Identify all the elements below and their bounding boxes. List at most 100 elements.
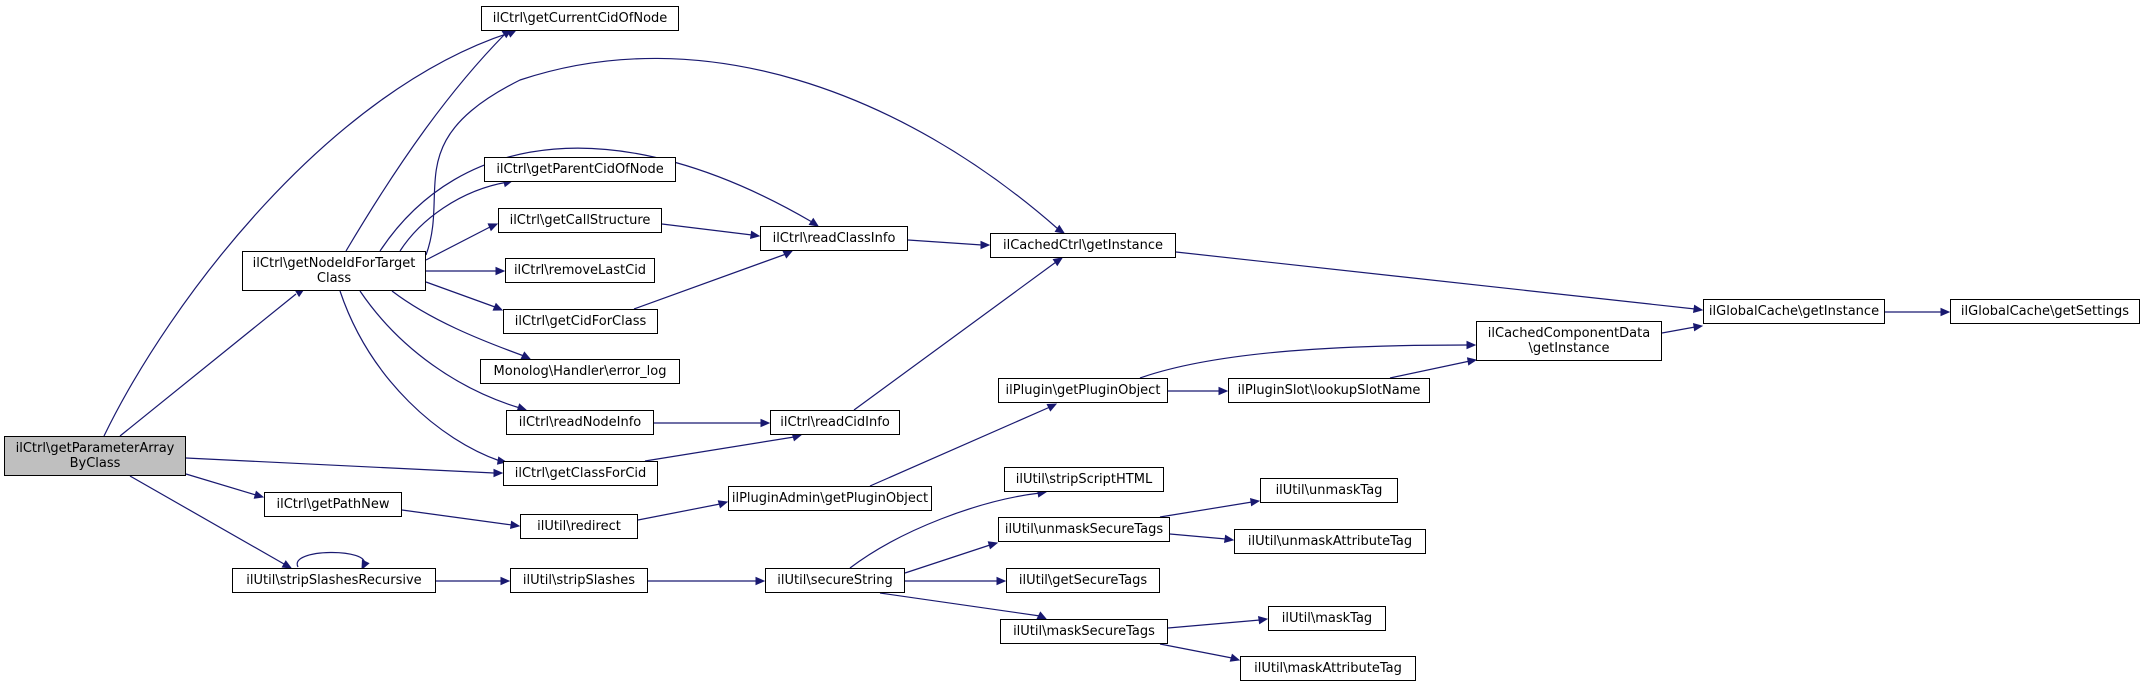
edge-getCallStructure-to-readClassInfo (661, 223, 761, 240)
edge-arrowhead (1052, 257, 1064, 267)
edge-globalCacheGetInstance-to-globalCacheGetSettings (1885, 307, 1951, 317)
edge-arrowhead (996, 576, 1007, 586)
edge-maskSecureTags-to-maskAttributeTag (1159, 643, 1241, 662)
node-error-log[interactable]: Monolog\Handler\error_log (480, 359, 680, 384)
edge-line (644, 436, 795, 462)
edge-unmaskSecureTags-to-unmaskTag (1159, 497, 1261, 518)
edge-arrowhead (1692, 322, 1704, 332)
node-read-cid-info[interactable]: ilCtrl\readCidInfo (770, 410, 900, 435)
node-strip-script-html[interactable]: ilUtil\stripScriptHTML (1004, 467, 1164, 492)
node-cached-ctrl-get-instance[interactable]: ilCachedCtrl\getInstance (990, 233, 1176, 258)
node-get-current-cid-of-node[interactable]: ilCtrl\getCurrentCidOfNode (481, 6, 679, 31)
edge-getCidForClass-to-readClassInfo (633, 250, 794, 310)
edge-line (345, 33, 506, 252)
node-global-cache-get-instance[interactable]: ilGlobalCache\getInstance (1703, 299, 1885, 324)
edge-stripSlashesRecursive-to-stripSlashes (436, 576, 511, 586)
node-get-call-structure[interactable]: ilCtrl\getCallStructure (498, 208, 662, 233)
edge-getClassForCid-to-readCidInfo (644, 433, 803, 462)
edge-secureString-to-getSecureTags (905, 576, 1007, 586)
edge-lookupSlotName-to-cachedComponentDataGetInstance (1389, 357, 1478, 379)
node-get-parent-cid-of-node[interactable]: ilCtrl\getParentCidOfNode (484, 157, 676, 182)
node-get-cid-for-class[interactable]: ilCtrl\getCidForClass (503, 309, 658, 334)
edge-unmaskSecureTags-to-unmaskAttributeTag (1169, 533, 1235, 544)
edge-arrowhead (361, 559, 370, 571)
edge-arrowhead (1940, 307, 1951, 317)
node-root: ilCtrl\getParameterArray ByClass (4, 436, 186, 476)
node-get-node-id-for-target-class[interactable]: ilCtrl\getNodeIdForTarget Class (242, 251, 426, 291)
node-unmask-secure-tags[interactable]: ilUtil\unmaskSecureTags (998, 517, 1170, 542)
node-plugin-admin-get-plugin-object[interactable]: ilPluginAdmin\getPluginObject (728, 486, 932, 511)
edge-stripSlashes-to-secureString (648, 576, 766, 586)
edge-arrowhead (500, 576, 511, 586)
edge-line (185, 457, 495, 474)
node-global-cache-get-settings[interactable]: ilGlobalCache\getSettings (1950, 299, 2140, 324)
node-cached-component-data-get-instance[interactable]: ilCachedComponentData \getInstance (1476, 321, 1662, 361)
node-secure-string[interactable]: ilUtil\secureString (765, 568, 905, 593)
edge-getNodeIdForTargetClass-to-getParentCidOfNode (399, 178, 514, 252)
edge-line (379, 147, 813, 252)
node-redirect[interactable]: ilUtil\redirect (520, 514, 638, 539)
edge-arrowhead (1466, 340, 1477, 350)
node-mask-tag[interactable]: ilUtil\maskTag (1268, 606, 1386, 631)
edge-arrowhead (980, 240, 991, 250)
edge-pluginAdminGetPluginObject-to-pluginGetPluginObject (869, 403, 1058, 487)
edge-arrowhead (1692, 304, 1704, 314)
edge-arrowhead (749, 230, 761, 240)
edge-line (869, 406, 1051, 487)
node-strip-slashes[interactable]: ilUtil\stripSlashes (510, 568, 648, 593)
edge-root-to-getNodeIdForTargetClass (119, 288, 306, 437)
edge-arrowhead (1054, 224, 1066, 234)
edge-getNodeIdForTargetClass-to-errorLog (391, 290, 532, 360)
edge-line (129, 475, 285, 565)
edge-arrowhead (1223, 534, 1235, 544)
edge-arrowhead (492, 302, 504, 311)
node-mask-attribute-tag[interactable]: ilUtil\maskAttributeTag (1240, 656, 1416, 681)
node-strip-slashes-recursive[interactable]: ilUtil\stripSlashesRecursive (232, 568, 436, 593)
node-unmask-tag[interactable]: ilUtil\unmaskTag (1260, 478, 1398, 503)
edge-line (1167, 619, 1261, 629)
node-unmask-attribute-tag[interactable]: ilUtil\unmaskAttributeTag (1234, 529, 1426, 554)
edge-root-to-stripSlashesRecursive (129, 475, 293, 569)
edge-arrowhead (253, 490, 265, 499)
edge-pluginGetPluginObject-to-cachedComponentDataGetInstance (1139, 340, 1477, 379)
edge-line (853, 261, 1057, 411)
edge-line (399, 181, 509, 252)
edge-line (296, 551, 365, 568)
edge-getNodeIdForTargetClass-to-removeLastCid (426, 266, 506, 276)
edge-secureString-to-unmaskSecureTags (904, 541, 999, 574)
edge-line (849, 492, 1041, 569)
edge-arrowhead (1249, 497, 1261, 507)
edge-arrowhead (487, 223, 499, 232)
edge-arrowhead (520, 351, 532, 360)
node-remove-last-cid[interactable]: ilCtrl\removeLastCid (505, 258, 655, 283)
edge-root-to-getPathNew (185, 473, 265, 499)
node-get-secure-tags[interactable]: ilUtil\getSecureTags (1006, 568, 1160, 593)
edge-stripSlashesRecursive-self (296, 551, 370, 571)
edge-line (425, 281, 496, 308)
node-read-class-info[interactable]: ilCtrl\readClassInfo (760, 226, 908, 251)
edge-line (907, 239, 983, 246)
node-lookup-slot-name[interactable]: ilPluginSlot\lookupSlotName (1228, 378, 1430, 403)
edge-arrowhead (493, 468, 504, 478)
edge-arrowhead (1218, 386, 1229, 396)
edge-arrowhead (987, 541, 999, 550)
edge-arrowhead (1036, 611, 1048, 620)
edge-redirect-to-pluginAdminGetPluginObject (637, 500, 729, 521)
node-plugin-get-plugin-object[interactable]: ilPlugin\getPluginObject (998, 378, 1168, 403)
node-get-path-new[interactable]: ilCtrl\getPathNew (264, 492, 402, 517)
edge-line (359, 290, 521, 409)
node-get-class-for-cid[interactable]: ilCtrl\getClassForCid (503, 461, 658, 486)
edge-line (1139, 344, 1469, 379)
node-read-node-info[interactable]: ilCtrl\readNodeInfo (506, 410, 654, 435)
edge-arrowhead (1229, 653, 1241, 662)
edge-readNodeInfo-to-readCidInfo (654, 418, 771, 428)
edge-readClassInfo-to-cachedCtrlGetInstance (907, 239, 991, 250)
edge-arrowhead (760, 418, 771, 428)
node-mask-secure-tags[interactable]: ilUtil\maskSecureTags (1000, 619, 1168, 644)
edge-arrowhead (1046, 403, 1058, 412)
edge-line (1175, 251, 1696, 310)
edge-arrowhead (1466, 357, 1478, 366)
edge-getNodeIdForTargetClass-to-readClassInfo (379, 147, 820, 252)
